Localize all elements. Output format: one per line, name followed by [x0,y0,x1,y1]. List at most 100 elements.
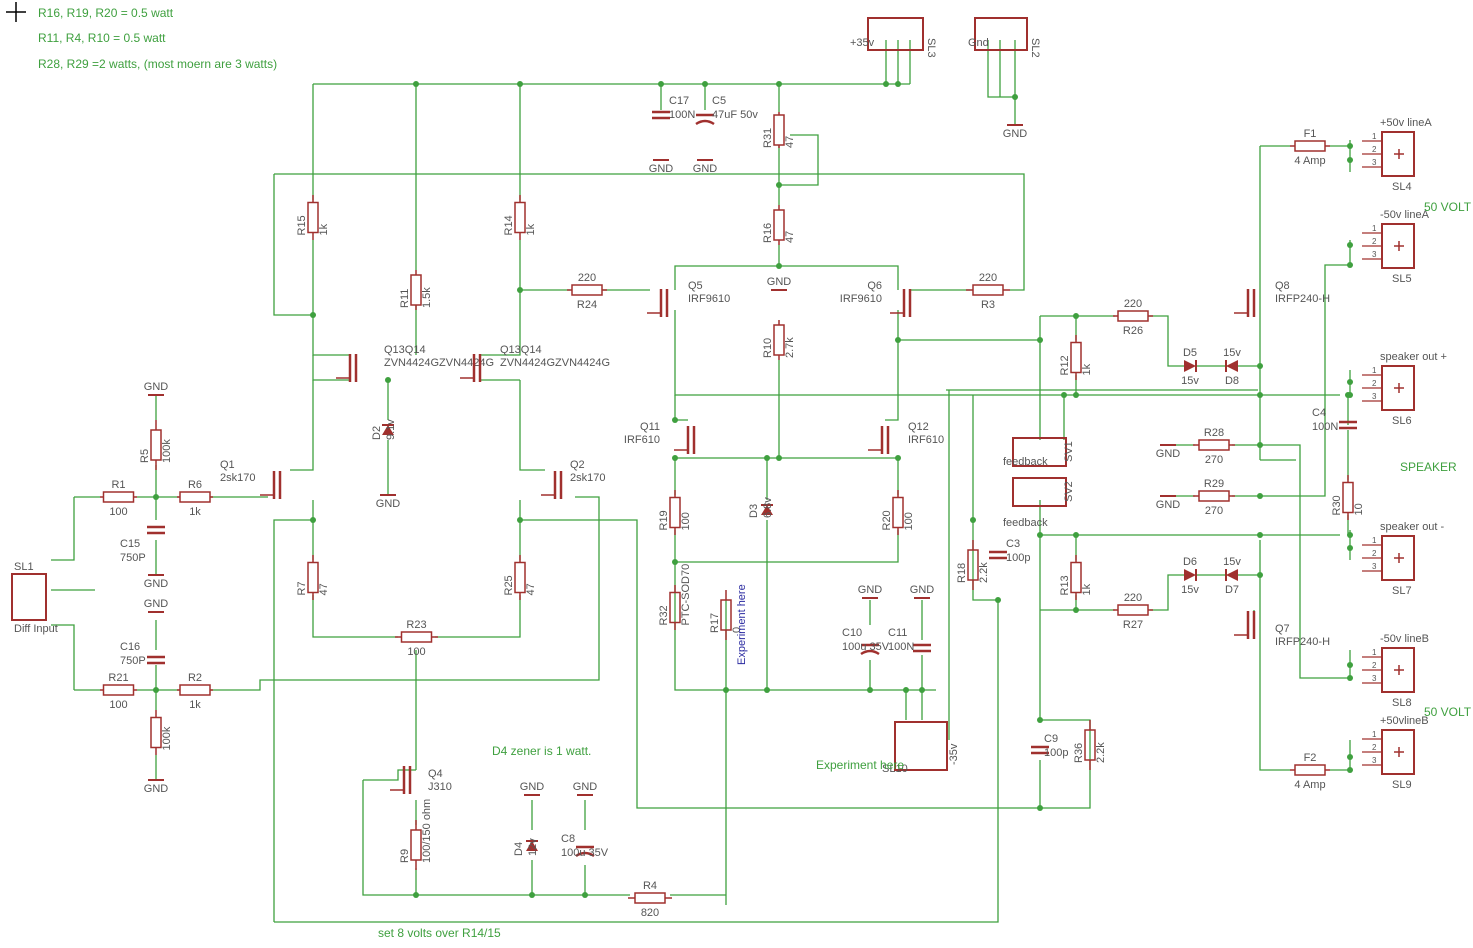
wire [1232,444,1350,679]
part-name-label: 220 [1124,592,1142,604]
resistor-f2 [1294,764,1326,776]
resistor-r4 [634,892,666,904]
gnd-label: GND [376,498,401,510]
part-value-label: IRFP240-H [1275,293,1330,305]
junction-dot [883,81,889,87]
wire [312,355,350,381]
junction-dot [1073,313,1079,319]
part-value-label: 2.2k [1095,742,1107,763]
part-name-label: R21 [108,672,128,684]
junction-dot [1347,675,1353,681]
part-value-label: 100 [903,512,915,530]
part-name-label: R31 [762,128,774,148]
wire [480,240,521,356]
note-speaker: SPEAKER [1400,460,1457,474]
part-value-label: 100N [888,641,914,653]
part-value-label: 1k [318,223,330,235]
gnd-label: GND [693,163,718,175]
part-value-label: 12v [527,838,539,856]
wire [312,595,398,638]
junction-dot [658,81,664,87]
part-value-label: 750P [120,655,146,667]
part-name-label: R32 [658,605,670,625]
capacitor-plate [695,119,715,126]
connector-sl2 [974,17,1028,51]
part-value-label: D7 [1225,584,1239,596]
part-name-label: Q13Q14 [384,344,426,356]
part-name-label: SV2 [1063,481,1075,502]
junction-dot [1257,572,1263,578]
part-value-label: 2sk170 [570,472,605,484]
part-value-label: 100u 35V [842,641,890,653]
junction-dot [1073,607,1079,613]
pin-number: 1 [1372,224,1377,233]
part-value-label: 100k [161,439,173,463]
resistor-r8 [150,716,162,749]
part-name-label: Q5 [688,280,703,292]
part-name-label: Q4 [428,768,443,780]
part-value-label: -35v [948,743,960,765]
wire [972,395,998,601]
resistor-r27 [1117,604,1149,616]
junction-dot [970,517,976,523]
part-value-label: 15v [1181,375,1199,387]
part-value-label: +50vlineB [1380,715,1429,727]
part-name-label: C3 [1006,538,1020,550]
part-value-label: speaker out - [1380,521,1445,533]
part-value-label: +50v lineA [1380,117,1432,129]
part-value-label: 100 [680,512,692,530]
junction-dot [764,455,770,461]
note-bias: set 8 volts over R14/15 [378,926,501,940]
note-50v-b: 50 VOLT [1424,705,1472,719]
junction-dot [672,455,678,461]
part-name-label: R11 [399,289,411,308]
part-name-label: 220 [979,272,997,284]
part-value-label: 270 [1205,505,1223,517]
part-name-label: D4 [513,842,525,856]
part-name-label: R9 [399,849,411,863]
part-value-label: speaker out + [1380,351,1447,363]
junction-dot [903,687,909,693]
gnd-label: GND [144,381,169,393]
part-value-label: 100k [161,726,173,750]
wire [1150,315,1185,367]
wire [363,769,416,781]
junction-dot [1257,392,1263,398]
resistor-r12 [1070,341,1082,374]
resistor-r2 [179,684,211,696]
part-value-label: +35v [850,37,875,49]
part-name-label: D5 [1183,347,1197,359]
pin-number: 3 [1372,392,1377,401]
junction-dot [517,287,523,293]
resistor-r25 [514,561,526,594]
part-value-label: 1k [189,506,201,518]
pin-number: 1 [1372,648,1377,657]
resistor-r24 [571,284,603,296]
junction-dot [776,263,782,269]
pin-number: 2 [1372,237,1377,246]
wire [674,395,688,421]
resistor-r32 [669,591,681,624]
pin-number: 3 [1372,250,1377,259]
pin-number: 2 [1372,549,1377,558]
part-name-label: D6 [1183,556,1197,568]
resistor-r7 [307,561,319,594]
gnd-label: GND [1156,448,1181,460]
zener-diode-d4 [526,841,538,851]
junction-dot [1037,717,1043,723]
part-name-label: C17 [669,95,689,107]
part-name-label: Q1 [220,459,235,471]
part-value-label: 9.1v [385,419,397,440]
gnd-label: GND [858,584,883,596]
note-wattage-2: R11, R4, R10 = 0.5 watt [38,31,166,45]
wire [674,530,899,563]
part-name-label: R6 [188,479,202,491]
part-name-label: Q2 [570,459,585,471]
part-value-label: 4 Amp [1294,155,1325,167]
part-name-label: C8 [561,833,575,845]
part-value-label: 0 [731,627,743,633]
connector-sl10 [894,721,948,771]
wire [520,519,1091,809]
part-value-label: feedback [1003,456,1048,468]
part-name-label: R19 [658,510,670,530]
